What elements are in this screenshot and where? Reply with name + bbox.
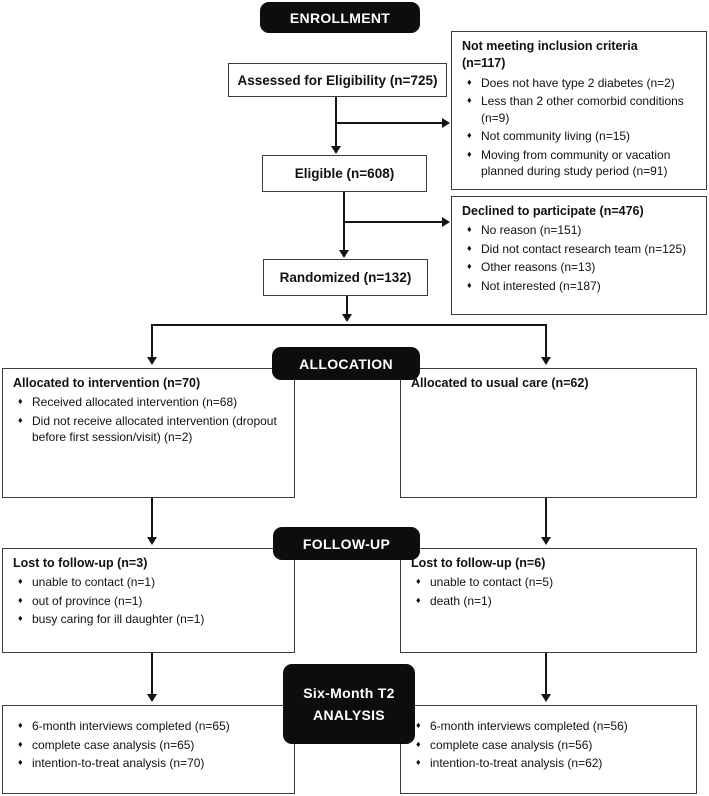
lost-followup-usual-care-title: Lost to follow-up (n=6) (411, 556, 546, 570)
lost-followup-intervention-list: unable to contact (n=1) out of province … (11, 574, 286, 628)
analysis-intervention-box: 6-month interviews completed (n=65) comp… (2, 705, 295, 794)
arrowhead-right-icon (442, 217, 450, 227)
analysis-usual-care-box: 6-month interviews completed (n=56) comp… (400, 705, 697, 794)
declined-title: Declined to participate (n=476) (462, 204, 644, 218)
split-line (151, 324, 547, 326)
arrowhead-down-icon (339, 250, 349, 258)
list-item: unable to contact (n=5) (409, 574, 688, 591)
not-meeting-criteria-box: Not meeting inclusion criteria (n=117) D… (451, 31, 707, 190)
arrowhead-down-icon (147, 357, 157, 365)
list-item: Not interested (n=187) (460, 278, 698, 295)
analysis-banner-line2: ANALYSIS (313, 707, 385, 723)
list-item: intention-to-treat analysis (n=70) (11, 755, 286, 772)
lost-followup-usual-care-box: Lost to follow-up (n=6) unable to contac… (400, 548, 697, 653)
arrowhead-down-icon (541, 537, 551, 545)
list-item: No reason (n=151) (460, 222, 698, 239)
connector-eligible-declined (343, 221, 442, 223)
six-month-analysis-banner: Six-Month T2 ANALYSIS (283, 664, 415, 744)
eligible-box: Eligible (n=608) (262, 155, 427, 192)
arrowhead-down-icon (331, 146, 341, 154)
list-item: Less than 2 other comorbid conditions (n… (460, 93, 698, 126)
list-item: Moving from community or vacation planne… (460, 147, 698, 180)
analysis-usual-care-list: 6-month interviews completed (n=56) comp… (409, 718, 688, 772)
list-item: intention-to-treat analysis (n=62) (409, 755, 688, 772)
list-item: 6-month interviews completed (n=65) (11, 718, 286, 735)
lost-followup-intervention-title: Lost to follow-up (n=3) (13, 556, 148, 570)
allocation-banner: ALLOCATION (272, 347, 420, 380)
list-item: Did not contact research team (n=125) (460, 241, 698, 258)
arrowhead-down-icon (541, 694, 551, 702)
list-item: out of province (n=1) (11, 593, 286, 610)
allocated-intervention-title: Allocated to intervention (n=70) (13, 376, 201, 390)
assessed-for-eligibility-box: Assessed for Eligibility (n=725) (228, 63, 447, 97)
allocated-intervention-box: Allocated to intervention (n=70) Receive… (2, 368, 295, 498)
analysis-intervention-list: 6-month interviews completed (n=65) comp… (11, 718, 286, 772)
list-item: Other reasons (n=13) (460, 259, 698, 276)
connector-randomized-split (346, 296, 348, 315)
lost-followup-intervention-box: Lost to follow-up (n=3) unable to contac… (2, 548, 295, 653)
list-item: complete case analysis (n=56) (409, 737, 688, 754)
enrollment-banner: ENROLLMENT (260, 2, 420, 33)
connector-split-intervention (151, 324, 153, 358)
arrowhead-down-icon (342, 314, 352, 322)
list-item: complete case analysis (n=65) (11, 737, 286, 754)
arrowhead-right-icon (442, 118, 450, 128)
lost-followup-usual-care-list: unable to contact (n=5) death (n=1) (409, 574, 688, 609)
list-item: busy caring for ill daughter (n=1) (11, 611, 286, 628)
not-meeting-criteria-title: Not meeting inclusion criteria (n=117) (462, 39, 638, 71)
connector-split-usual-care (545, 324, 547, 358)
list-item: Received allocated intervention (n=68) (11, 394, 286, 411)
list-item: Does not have type 2 diabetes (n=2) (460, 75, 698, 92)
declined-to-participate-box: Declined to participate (n=476) No reaso… (451, 196, 707, 315)
declined-list: No reason (n=151) Did not contact resear… (460, 222, 698, 294)
connector-allocation-followup-left (151, 498, 153, 538)
arrowhead-down-icon (147, 694, 157, 702)
allocated-intervention-list: Received allocated intervention (n=68) D… (11, 394, 286, 446)
allocated-usual-care-box: Allocated to usual care (n=62) (400, 368, 697, 498)
connector-followup-analysis-left (151, 653, 153, 695)
list-item: unable to contact (n=1) (11, 574, 286, 591)
connector-followup-analysis-right (545, 653, 547, 695)
list-item: 6-month interviews completed (n=56) (409, 718, 688, 735)
list-item: Not community living (n=15) (460, 128, 698, 145)
list-item: Did not receive allocated intervention (… (11, 413, 286, 446)
analysis-banner-line1: Six-Month T2 (303, 684, 395, 701)
randomized-box: Randomized (n=132) (263, 259, 428, 296)
connector-assessed-exclusion (335, 122, 442, 124)
connector-allocation-followup-right (545, 498, 547, 538)
not-meeting-criteria-list: Does not have type 2 diabetes (n=2) Less… (460, 75, 698, 180)
allocated-usual-care-title: Allocated to usual care (n=62) (411, 376, 589, 390)
follow-up-banner: FOLLOW-UP (273, 527, 420, 560)
arrowhead-down-icon (541, 357, 551, 365)
list-item: death (n=1) (409, 593, 688, 610)
arrowhead-down-icon (147, 537, 157, 545)
